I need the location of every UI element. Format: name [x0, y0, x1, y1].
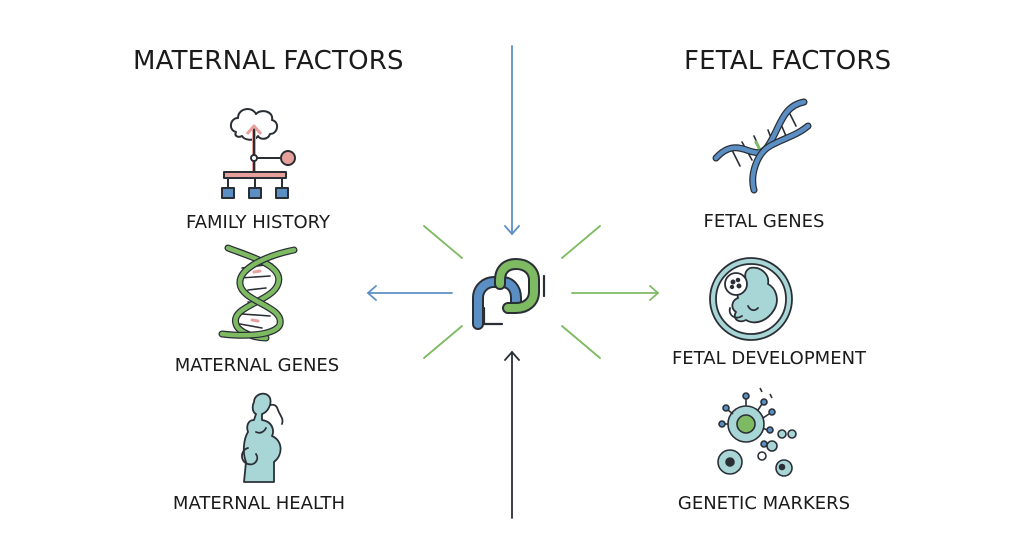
- cells-icon: [717, 387, 797, 477]
- right-arrow: [571, 285, 660, 301]
- maternal-health-label: MATERNAL HEALTH: [172, 493, 346, 514]
- family-tree-icon: [221, 108, 296, 199]
- family-history-label: FAMILY HISTORY: [186, 212, 330, 233]
- left-arrow: [366, 285, 453, 301]
- fetal-dna-icon: [712, 98, 812, 194]
- bottom-arrow: [504, 350, 520, 519]
- genetic-markers-label: GENETIC MARKERS: [677, 493, 851, 514]
- fetal-genes-label: FETAL GENES: [703, 211, 825, 232]
- interlocking-links-icon: [472, 258, 546, 330]
- pregnant-woman-icon: [241, 392, 284, 483]
- dna-icon: [218, 244, 298, 342]
- diagonal-rays: [423, 225, 601, 359]
- maternal-genes-label: MATERNAL GENES: [174, 355, 340, 376]
- maternal-factors-heading: MATERNAL FACTORS: [133, 46, 404, 76]
- top-arrow: [504, 45, 520, 236]
- fetal-development-label: FETAL DEVELOPMENT: [671, 348, 867, 369]
- fetus-icon: [709, 257, 793, 341]
- fetal-factors-heading: FETAL FACTORS: [684, 46, 892, 76]
